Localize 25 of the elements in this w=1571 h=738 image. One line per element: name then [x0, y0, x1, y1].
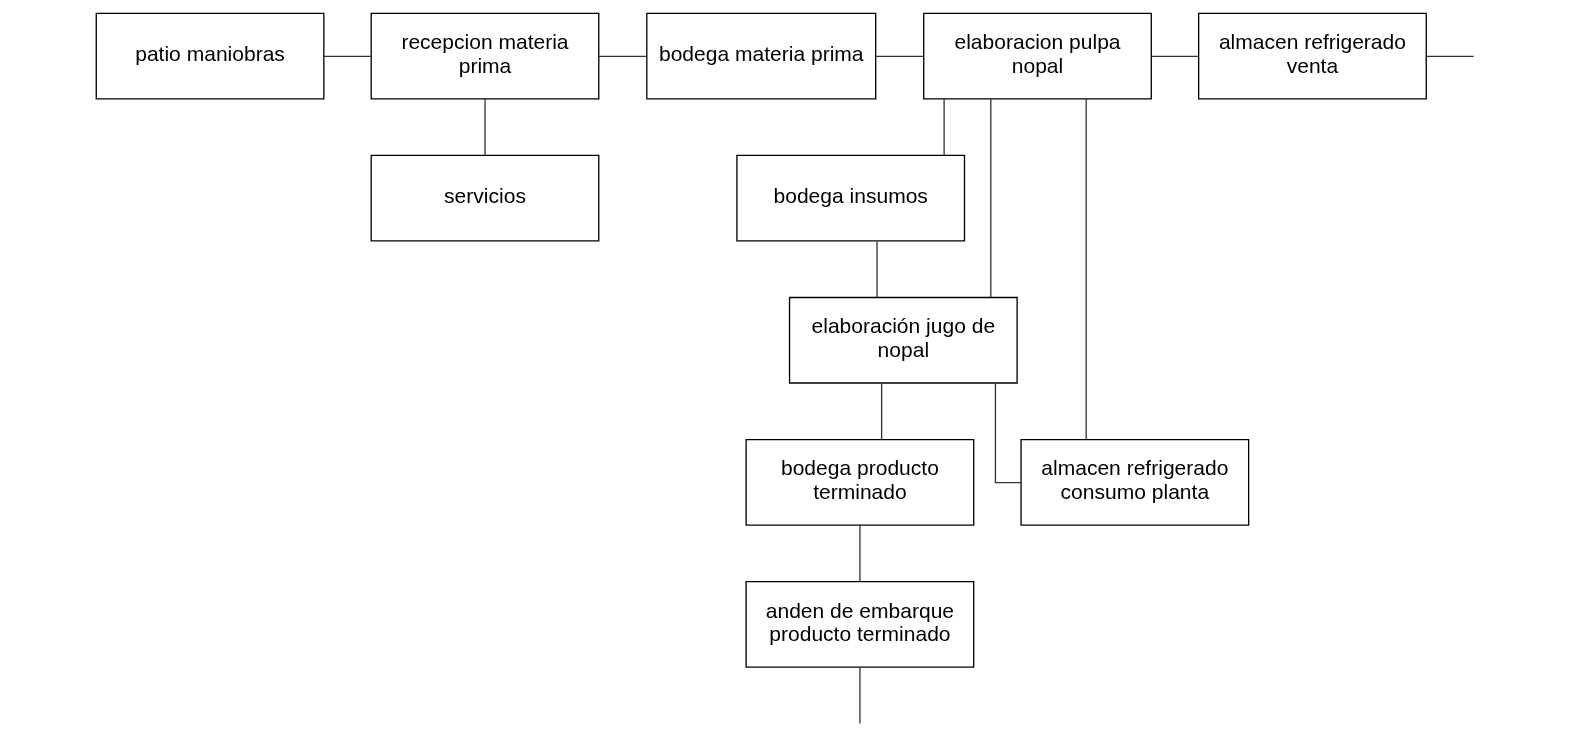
node-box: anden de embarque producto terminado	[745, 581, 975, 668]
node-box: recepcion materia prima	[370, 12, 600, 100]
connector	[1150, 55, 1199, 58]
node-box: elaboracion pulpa nopal	[923, 12, 1152, 100]
node-box: bodega producto terminado	[745, 438, 975, 526]
connector	[1085, 98, 1087, 441]
node-box: bodega insumos	[736, 154, 966, 242]
node-box: patio maniobras	[95, 12, 325, 100]
connector	[1425, 55, 1475, 58]
node-box: bodega materia prima	[646, 12, 877, 100]
connector	[990, 98, 992, 298]
node-box: elaboración jugo de nopal	[788, 296, 1018, 384]
node-box: almacen refrigerado consumo planta	[1020, 438, 1250, 526]
connector	[876, 240, 878, 299]
connector	[484, 98, 486, 156]
connector	[943, 98, 945, 156]
connector	[598, 55, 648, 58]
node-box: almacen refrigerado venta	[1198, 12, 1427, 100]
node-box: servicios	[370, 154, 600, 242]
connector	[880, 382, 883, 441]
connector	[859, 666, 861, 725]
connector	[859, 524, 861, 583]
connector	[875, 55, 925, 58]
connector	[994, 382, 1022, 484]
connector	[323, 55, 372, 58]
